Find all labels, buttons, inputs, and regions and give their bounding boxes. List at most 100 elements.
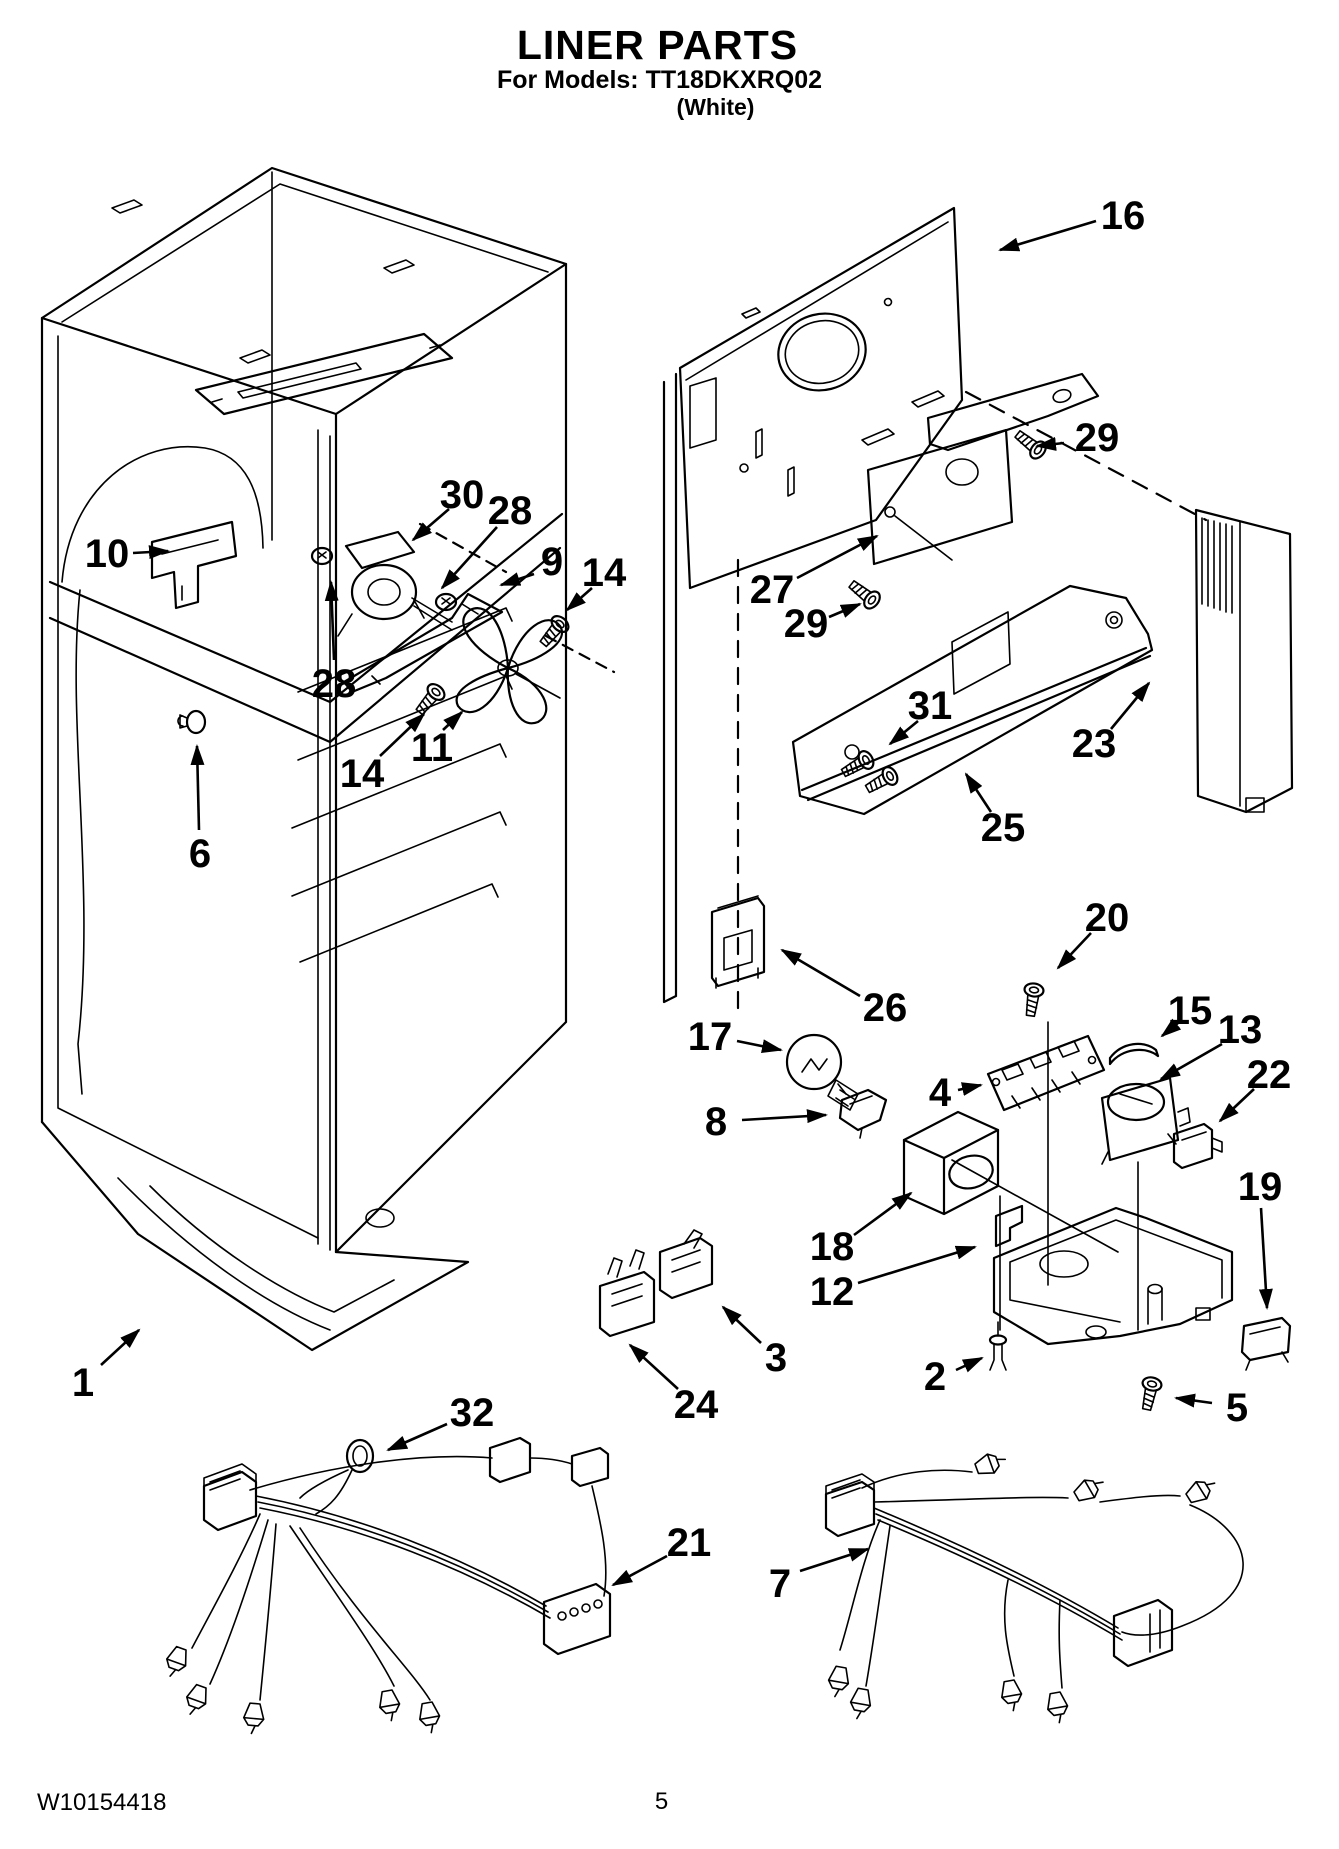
callout-29-top: 29 <box>1035 416 1120 460</box>
page-number: 5 <box>654 1788 669 1815</box>
screw-5 <box>1136 1374 1164 1413</box>
callout-3: 3 <box>721 1305 787 1380</box>
svg-text:8: 8 <box>705 1100 727 1144</box>
push-fastener-2 <box>988 1321 1008 1371</box>
callout-6: 6 <box>189 744 211 876</box>
callout-15: 15 <box>1160 989 1213 1038</box>
svg-text:2: 2 <box>924 1355 946 1399</box>
svg-text:19: 19 <box>1238 1165 1283 1209</box>
defrost-timer-13 <box>1100 1076 1191 1165</box>
svg-text:29: 29 <box>1075 416 1120 460</box>
svg-text:20: 20 <box>1085 896 1130 940</box>
callout-19: 19 <box>1238 1165 1283 1310</box>
explode-drop-lines <box>951 1021 1139 1331</box>
bulb-socket-8 <box>837 1083 888 1139</box>
control-board-4 <box>986 1034 1106 1112</box>
grommet-28-lower <box>434 592 458 612</box>
liner-cabinet-outline <box>40 166 568 1352</box>
svg-text:18: 18 <box>810 1225 855 1269</box>
svg-text:6: 6 <box>189 832 211 876</box>
fan-blade-11 <box>455 607 563 725</box>
callout-24: 24 <box>628 1343 719 1427</box>
callout-14-right: 14 <box>565 551 627 612</box>
mounting-rail <box>194 332 454 416</box>
svg-text:32: 32 <box>450 1391 495 1435</box>
lamp-lens-18 <box>902 1110 1000 1216</box>
callout-14-left: 14 <box>340 712 426 796</box>
callout-31: 31 <box>888 684 953 746</box>
callout-28-upper: 28 <box>440 489 533 590</box>
svg-text:22: 22 <box>1247 1053 1292 1097</box>
callout-23: 23 <box>1072 681 1151 766</box>
svg-text:5: 5 <box>1226 1386 1248 1430</box>
callout-7: 7 <box>769 1547 870 1606</box>
callout-11: 11 <box>411 710 464 770</box>
svg-text:28: 28 <box>488 489 533 533</box>
document-number: W10154418 <box>37 1789 167 1816</box>
evaporator-fan-motor-30 <box>337 530 453 637</box>
svg-text:14: 14 <box>340 752 385 796</box>
svg-text:31: 31 <box>908 684 953 728</box>
temperature-sensor-32 <box>299 1438 375 1515</box>
page-title: LINER PARTS <box>516 22 799 68</box>
svg-text:17: 17 <box>688 1015 733 1059</box>
callout-1: 1 <box>72 1328 141 1405</box>
wire-harness-7 <box>824 1448 1244 1725</box>
callout-5: 5 <box>1174 1386 1248 1430</box>
callout-2: 2 <box>924 1355 984 1399</box>
clip-24 <box>598 1249 656 1338</box>
callout-17: 17 <box>688 1015 783 1059</box>
callout-30: 30 <box>411 473 484 542</box>
support-bracket-10 <box>150 520 238 610</box>
callout-10: 10 <box>85 532 170 576</box>
callout-20: 20 <box>1056 896 1130 970</box>
svg-text:24: 24 <box>674 1383 719 1427</box>
svg-text:14: 14 <box>582 551 627 595</box>
clip-3 <box>658 1229 714 1300</box>
svg-text:23: 23 <box>1072 722 1117 766</box>
callout-32: 32 <box>386 1391 495 1452</box>
svg-text:25: 25 <box>981 806 1026 850</box>
callout-13: 13 <box>1159 1008 1263 1081</box>
alignment-dashes-freezer <box>418 522 616 674</box>
callout-21: 21 <box>611 1521 711 1587</box>
svg-text:28: 28 <box>312 662 357 706</box>
hole-plug-6 <box>176 709 207 735</box>
console-housing-12 <box>992 1204 1234 1346</box>
callout-8: 8 <box>705 1100 828 1144</box>
grommet-28-upper <box>310 546 334 566</box>
svg-text:7: 7 <box>769 1562 791 1606</box>
svg-text:12: 12 <box>810 1270 855 1314</box>
svg-text:16: 16 <box>1101 194 1146 238</box>
svg-text:11: 11 <box>411 726 453 770</box>
air-tower-23 <box>1194 508 1294 814</box>
svg-text:1: 1 <box>72 1361 94 1405</box>
light-bulb-17 <box>785 1033 859 1111</box>
callout-22: 22 <box>1218 1053 1292 1123</box>
callout-25: 25 <box>964 772 1026 850</box>
switch-22 <box>1172 1122 1223 1170</box>
svg-text:15: 15 <box>1168 989 1213 1033</box>
rear-panel-16 <box>662 206 1208 1010</box>
callout-27: 27 <box>750 534 879 612</box>
lamp-holder-26 <box>710 895 766 989</box>
svg-text:9: 9 <box>541 540 563 584</box>
finish-note: (White) <box>676 94 755 120</box>
wire-shield-15 <box>1108 1042 1160 1066</box>
console-grille-25 <box>791 584 1154 816</box>
svg-text:13: 13 <box>1218 1008 1263 1052</box>
svg-text:3: 3 <box>765 1336 787 1380</box>
svg-text:29: 29 <box>784 602 829 646</box>
svg-text:10: 10 <box>85 532 130 576</box>
switch-19 <box>1240 1316 1292 1371</box>
callout-9: 9 <box>499 540 563 587</box>
cover-plate-27 <box>866 428 1014 566</box>
svg-text:4: 4 <box>929 1071 952 1115</box>
callout-26: 26 <box>780 948 907 1030</box>
screw-29-lower <box>844 575 885 613</box>
callout-28-lower: 28 <box>312 580 357 706</box>
svg-text:27: 27 <box>750 568 795 612</box>
screw-20 <box>1019 981 1046 1019</box>
callout-18: 18 <box>810 1191 913 1269</box>
